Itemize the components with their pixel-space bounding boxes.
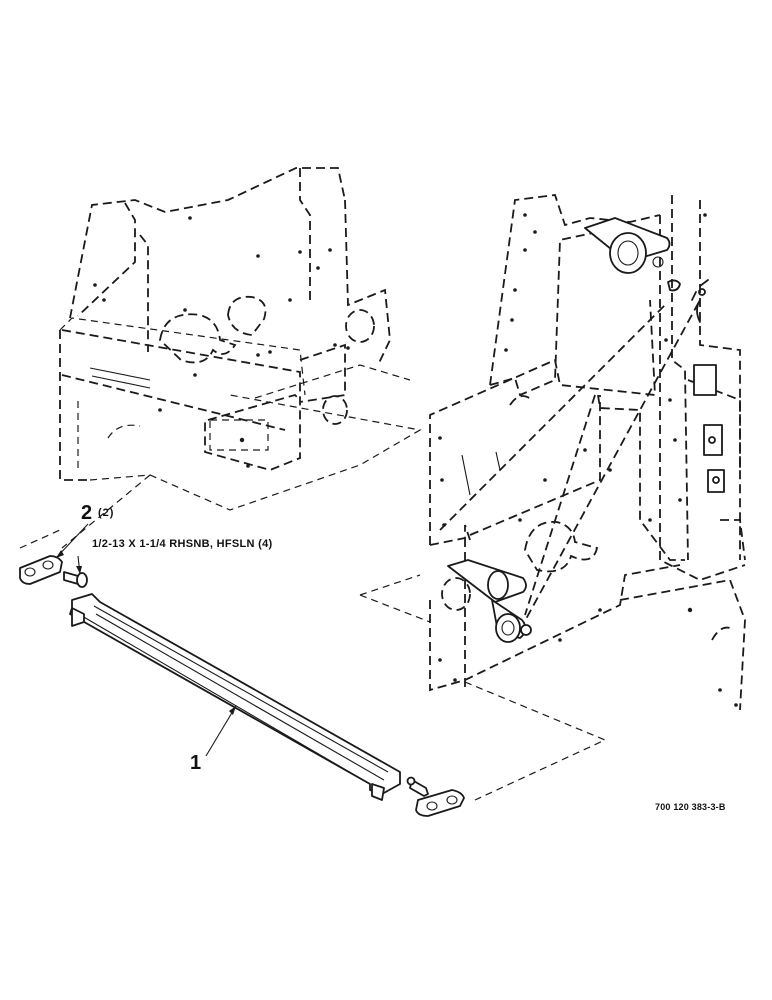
callout-item-2-quantity: (2) xyxy=(98,507,115,519)
left-frame-brace xyxy=(139,234,149,352)
right-end-bolt-head xyxy=(406,776,416,786)
bar-end-right xyxy=(371,783,385,801)
right-floor-left-2 xyxy=(359,594,431,623)
left-channel-end xyxy=(61,329,301,471)
part-2-plates xyxy=(19,555,465,817)
upper-pivot-hole xyxy=(652,256,664,268)
left-plate-hole-1 xyxy=(24,567,36,577)
right-frame-rear-post-3 xyxy=(699,200,741,470)
callout-item-1: 1 xyxy=(190,752,202,774)
left-slot-2 xyxy=(91,375,151,389)
right-linkage-parts xyxy=(447,217,725,643)
left-channel-front xyxy=(59,330,90,481)
left-frame-shelf xyxy=(59,317,306,396)
upper-grease-fitting xyxy=(698,288,706,296)
right-frame-bottom-edge xyxy=(429,564,681,692)
callout-item-2: 2 xyxy=(81,502,93,524)
right-frame-base-corner xyxy=(429,524,471,546)
right-floor-left xyxy=(359,574,421,596)
right-frame-rear-base xyxy=(619,578,746,711)
right-plate-hole-2 xyxy=(446,795,458,805)
right-floor-front xyxy=(464,681,607,801)
left-channel-box xyxy=(299,343,346,403)
rear-bracket-1 xyxy=(693,364,717,396)
right-diagonal-belt-1 xyxy=(439,304,666,531)
left-hub-shape xyxy=(159,313,237,364)
right-diagonal-belt-3 xyxy=(524,394,596,616)
lower-roller-bore xyxy=(501,620,515,636)
left-bolt-head xyxy=(76,572,88,588)
part-1-bar xyxy=(69,593,429,801)
right-slot-2 xyxy=(495,451,501,471)
upper-washer xyxy=(667,279,681,292)
right-end-bolt xyxy=(409,779,429,797)
right-plate-hole-1 xyxy=(426,801,438,811)
right-frame-arc-2 xyxy=(711,626,735,641)
left-plate-hole-2 xyxy=(42,560,54,570)
left-bolt-shank xyxy=(63,571,79,585)
left-frame-gusset xyxy=(77,202,136,317)
rear-bracket-3 xyxy=(707,469,725,493)
left-frame-assembly xyxy=(59,167,422,511)
rear-bracket-2 xyxy=(703,424,723,456)
left-crank-shape xyxy=(227,295,267,336)
lower-pivot-arm xyxy=(447,559,527,603)
right-frame-inner-web xyxy=(469,395,601,536)
lower-roller xyxy=(495,613,521,643)
left-end-plate xyxy=(19,555,63,585)
left-floor-back xyxy=(254,364,411,399)
right-frame-rear-post xyxy=(659,215,746,581)
document-number: 700 120 383-3-B xyxy=(655,802,726,812)
left-channel-mid-edge xyxy=(61,374,286,431)
right-frame-assembly xyxy=(359,194,746,801)
right-frame-rear-post-2 xyxy=(671,195,689,561)
leader-lines xyxy=(19,474,237,757)
lower-nut xyxy=(520,624,532,636)
right-hub-shape xyxy=(524,521,599,573)
left-slot-1 xyxy=(89,367,151,381)
left-channel-plate xyxy=(207,393,301,421)
bar-edge-1 xyxy=(93,605,389,773)
right-frame-upper xyxy=(489,194,661,386)
bar-edge-2 xyxy=(95,613,385,781)
right-frame-upper-panel xyxy=(489,224,631,397)
rear-bolt-2 xyxy=(712,476,720,484)
leader-item-1 xyxy=(205,705,237,757)
upper-pivot-bore xyxy=(617,240,639,266)
left-frame-top-edge xyxy=(69,167,346,319)
bar-end-left xyxy=(71,607,85,627)
upper-fitting xyxy=(691,279,709,301)
bar-edge-3 xyxy=(81,615,371,785)
lower-pivot-boss xyxy=(487,570,509,600)
left-frame-inner-post xyxy=(299,168,311,300)
left-floor-plane xyxy=(89,394,422,511)
left-frame-arc xyxy=(107,424,141,439)
right-diagonal-belt-2 xyxy=(519,299,701,631)
right-frame-arc xyxy=(509,395,533,406)
leader-hardware-arrow xyxy=(76,566,82,574)
right-frame-tab xyxy=(720,519,746,561)
left-frame-hole-lower xyxy=(322,395,348,425)
left-frame-hole-large xyxy=(345,309,375,343)
assembly-line-left-top xyxy=(19,529,61,549)
leader-item-1-arrow xyxy=(229,706,236,715)
right-frame-main-outline xyxy=(429,299,656,545)
rear-bolt-1 xyxy=(708,436,716,444)
hardware-note: 1/2-13 X 1-1/4 RHSNB, HFSLN (4) xyxy=(92,538,273,550)
upper-pivot-boss xyxy=(609,232,647,274)
right-slot-1 xyxy=(461,454,471,496)
left-channel-window xyxy=(209,419,269,451)
rear-linkage-rod xyxy=(696,299,701,323)
right-frame-hole xyxy=(441,577,471,611)
leader-item-2-arrow xyxy=(56,550,64,558)
right-frame-side-panel xyxy=(597,394,685,561)
left-frame-right-edge xyxy=(344,199,391,366)
